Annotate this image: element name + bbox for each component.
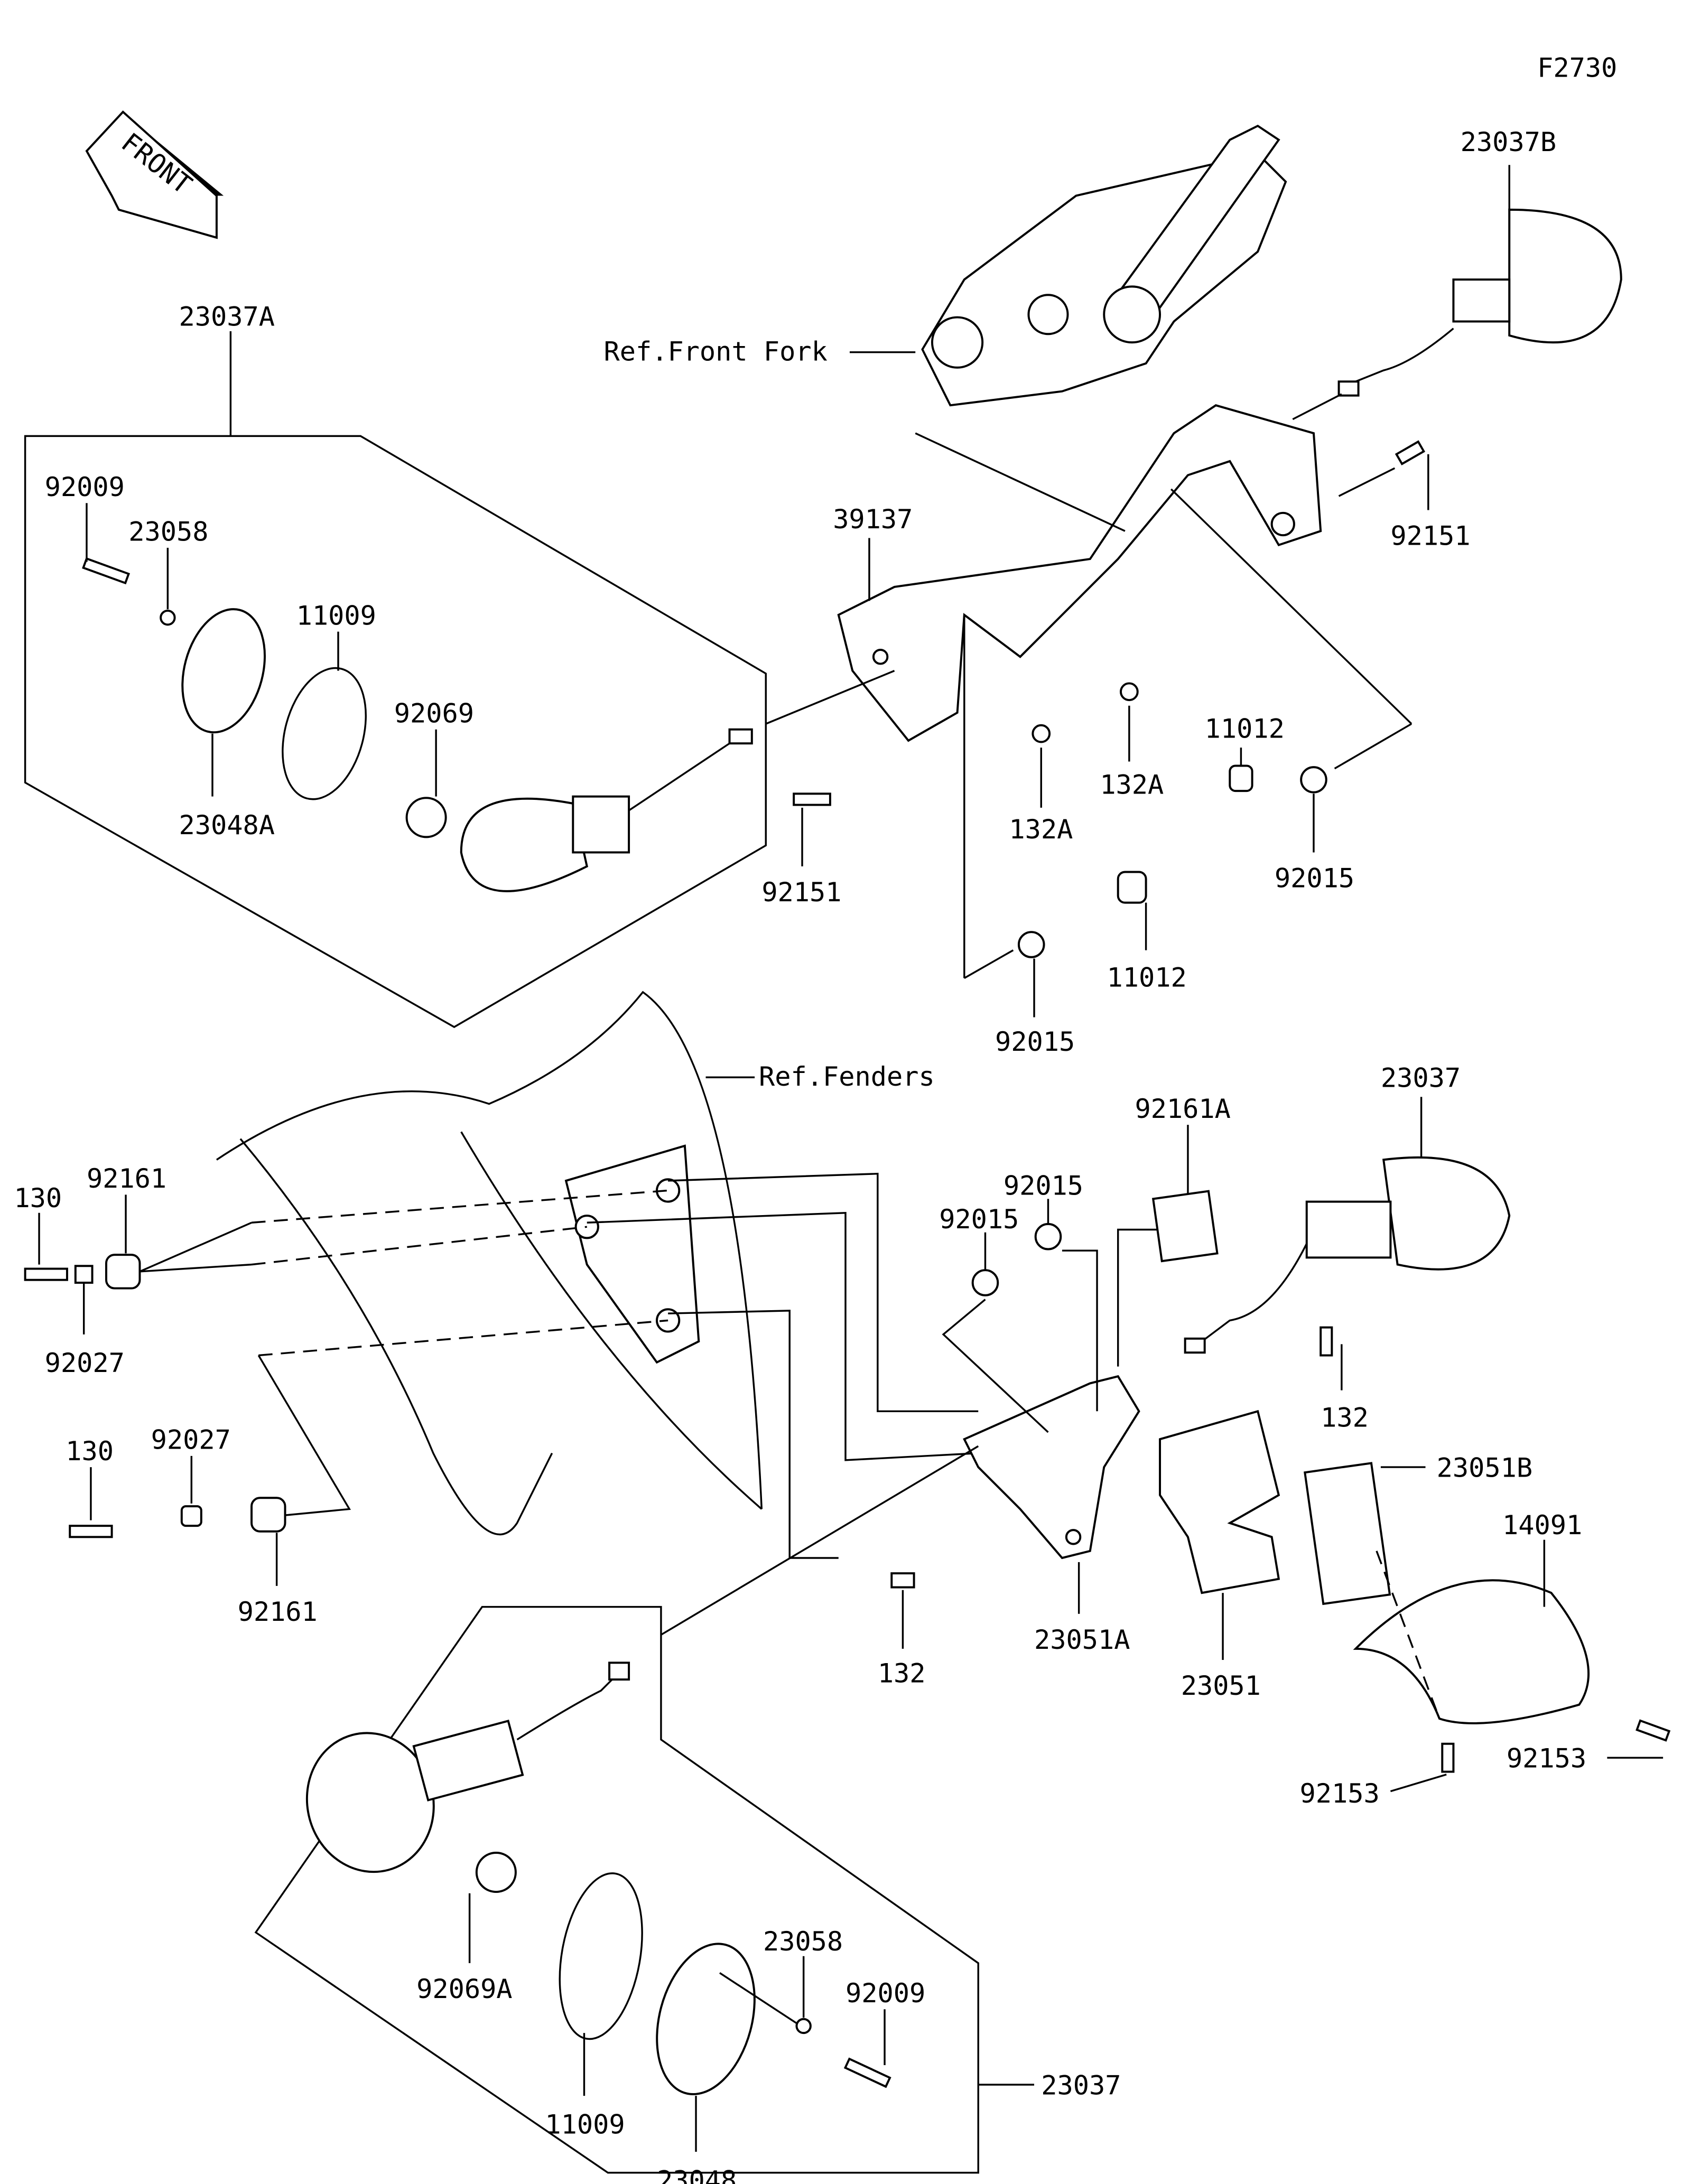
grommet-92161-a: [105, 1254, 141, 1290]
front-fender-part: [216, 991, 763, 1536]
label-92015-b: 92015: [995, 1026, 1075, 1057]
nut-92015-c: [1034, 1222, 1062, 1250]
collar-11012-b: [1117, 871, 1147, 904]
turn-signal-23037-right: [1184, 1156, 1511, 1354]
label-23037-right: 23037: [1381, 1062, 1461, 1094]
cover-14091: [1353, 1579, 1590, 1724]
bracket-39137: [837, 404, 1322, 742]
label-11012-a: 11012: [1205, 713, 1285, 744]
label-92015-d: 92015: [939, 1203, 1019, 1235]
label-23051B: 23051B: [1437, 1452, 1532, 1483]
label-92009-bottom: 92009: [846, 1977, 925, 2009]
turn-signal-23037A: [460, 728, 753, 892]
front-arrow-icon: FRONT: [85, 110, 224, 239]
label-23048A: 23048A: [179, 809, 275, 841]
label-92153-a: 92153: [1507, 1743, 1586, 1774]
label-92009-top: 92009: [45, 471, 125, 502]
label-132-b: 132: [878, 1657, 926, 1688]
screw-92151-left: [793, 792, 831, 806]
bolt-132-a: [1320, 1326, 1333, 1357]
label-132-a: 132: [1321, 1402, 1369, 1433]
label-11012-b: 11012: [1107, 962, 1187, 993]
bulb-92069A: [475, 1852, 517, 1893]
label-11009-top: 11009: [296, 600, 376, 631]
washer-23058-top: [160, 609, 176, 626]
screw-92153-b: [1441, 1742, 1455, 1773]
label-23037-bottom: 23037: [1041, 2070, 1121, 2101]
bulb-92069: [405, 797, 447, 838]
turn-signal-23037-bottom: [305, 1662, 630, 1873]
assembly-box-23037A: [24, 435, 767, 1029]
grommet-92161-b: [250, 1497, 286, 1533]
label-92161-a: 92161: [87, 1163, 166, 1194]
label-92015-c: 92015: [1004, 1170, 1083, 1201]
label-14091: 14091: [1502, 1509, 1582, 1541]
nut-92015-d: [971, 1269, 999, 1296]
screw-92151-right: [1395, 440, 1426, 465]
collar-11012-a: [1229, 764, 1253, 792]
collar-92027-b: [180, 1505, 202, 1527]
label-23058-bottom: 23058: [763, 1926, 843, 1957]
label-92151-left: 92151: [761, 876, 841, 908]
label-23048: 23048: [657, 2164, 737, 2184]
ref-front-fork-label: Ref.Front Fork: [603, 336, 827, 367]
label-23058-top: 23058: [128, 516, 208, 547]
bracket-23051A: [963, 1375, 1140, 1560]
label-sticker-92161A: [1151, 1190, 1219, 1263]
label-23051: 23051: [1181, 1670, 1261, 1701]
license-bracket-23051: [1159, 1410, 1280, 1594]
washer-23058-bottom: [795, 2018, 812, 2034]
bolt-132-b: [890, 1572, 915, 1589]
label-39137: 39137: [833, 503, 913, 535]
bolt-130-a: [24, 1267, 68, 1281]
label-92161-b: 92161: [238, 1596, 318, 1627]
label-92027-b: 92027: [151, 1424, 231, 1455]
collar-92027-a: [74, 1265, 94, 1284]
screw-92009-bottom: [843, 2057, 891, 2088]
front-fork-part: [921, 124, 1287, 407]
diagram-id: F2730: [1537, 52, 1617, 83]
plate-23051B: [1304, 1462, 1391, 1606]
label-92027-a: 92027: [45, 1347, 125, 1378]
assembly-box-23037: [254, 1606, 979, 2174]
gasket-11009-bottom: [559, 1872, 643, 2040]
label-11009-bottom: 11009: [545, 2109, 625, 2140]
label-132A-a: 132A: [1100, 769, 1164, 800]
gasket-11009-top: [282, 667, 367, 800]
label-23037B: 23037B: [1461, 126, 1556, 157]
label-92069A: 92069A: [416, 1973, 512, 2004]
label-23051A: 23051A: [1034, 1624, 1130, 1655]
label-92015-a: 92015: [1275, 863, 1354, 894]
label-92151-right: 92151: [1390, 520, 1470, 552]
nut-92015-a: [1300, 766, 1327, 794]
label-92153-b: 92153: [1300, 1778, 1380, 1809]
ref-fenders-label: Ref.Fenders: [759, 1061, 935, 1092]
turn-signal-23037B: [1337, 208, 1622, 397]
label-23037A: 23037A: [179, 301, 275, 332]
label-92069: 92069: [394, 697, 474, 729]
label-130-b: 130: [66, 1435, 114, 1467]
label-92161A: 92161A: [1135, 1093, 1230, 1124]
bolt-130-b: [69, 1525, 113, 1538]
screw-92153-a: [1636, 1719, 1671, 1742]
screw-92009-top: [82, 557, 131, 585]
bolt-132A-a: [1120, 682, 1139, 702]
label-132A-b: 132A: [1009, 814, 1073, 845]
lens-rim-23048: [656, 1943, 756, 2095]
lens-rim-23048A: [181, 608, 266, 734]
label-130-a: 130: [14, 1182, 62, 1214]
bolt-132A-b: [1032, 724, 1051, 743]
nut-92015-b: [1017, 931, 1045, 958]
